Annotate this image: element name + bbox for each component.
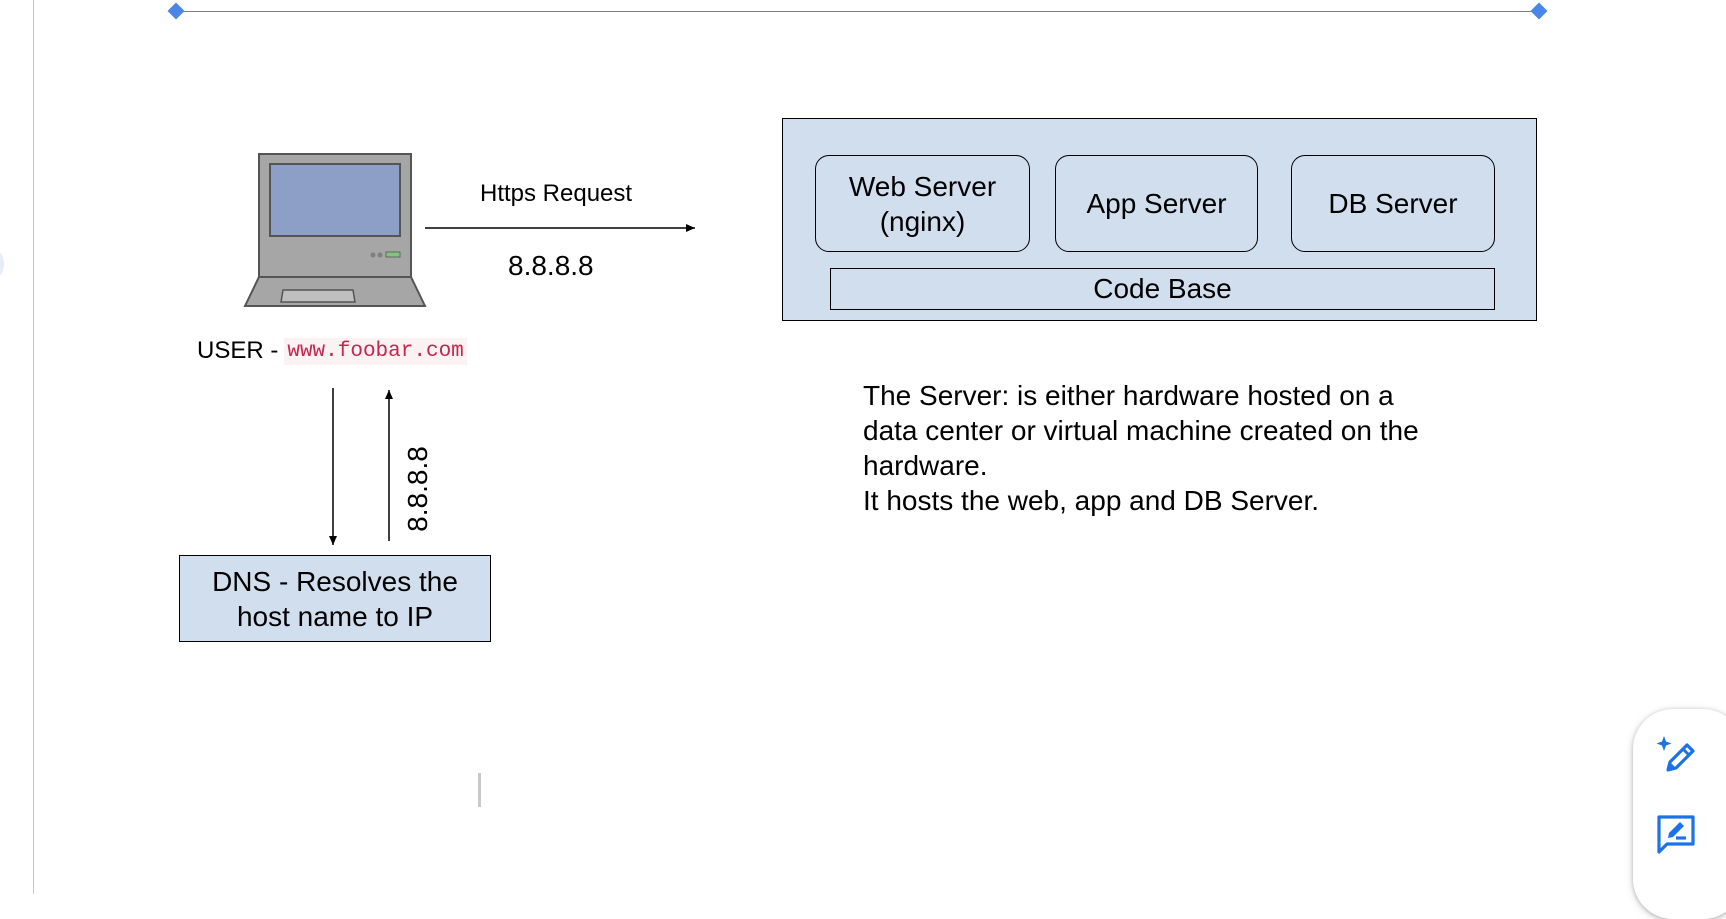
help-me-create-button[interactable] <box>1654 733 1698 777</box>
db-server-label: DB Server <box>1328 188 1458 219</box>
ip-address-label: 8.8.8.8 <box>508 250 594 281</box>
ip-vertical-label: 8.8.8.8 <box>401 442 435 536</box>
description-line4: It hosts the web, app and DB Server. <box>863 485 1320 516</box>
web-server-line1: Web Server <box>848 170 997 202</box>
ip-vertical-text: 8.8.8.8 <box>402 446 434 532</box>
app-server-box: App Server <box>1055 155 1258 252</box>
db-server-box: DB Server <box>1291 155 1495 252</box>
server-description: The Server: is either hardware hosted on… <box>863 378 1503 518</box>
user-label: USER - www.foobar.com <box>197 337 467 365</box>
description-line1: The Server: is either hardware hosted on… <box>863 380 1394 411</box>
web-server-box: Web Server (nginx) <box>815 155 1030 252</box>
dns-box: DNS - Resolves the host name to IP <box>179 555 491 642</box>
https-request-label: Https Request <box>480 180 633 207</box>
description-line3: hardware. <box>863 450 988 481</box>
dns-line2: host name to IP <box>236 600 434 632</box>
dns-line1: DNS - Resolves the <box>212 565 458 597</box>
code-base-label: Code Base <box>1093 273 1232 304</box>
ruler-line <box>167 2 1548 20</box>
suggest-edits-button[interactable] <box>1654 813 1698 857</box>
page-left-edge <box>33 0 34 894</box>
floating-action-panel <box>1633 709 1726 919</box>
ruler-left-indent-marker[interactable] <box>167 2 185 20</box>
laptop-icon <box>243 153 427 307</box>
user-url-code: www.foobar.com <box>284 337 467 365</box>
ruler-right-indent-marker[interactable] <box>1530 2 1548 20</box>
feedback-pen-icon <box>1657 815 1695 854</box>
text-cursor <box>478 773 481 807</box>
user-label-text: USER - <box>197 337 279 364</box>
side-scroll-indicator[interactable] <box>0 250 4 278</box>
sparkle-pen-icon <box>1656 736 1695 772</box>
app-server-label: App Server <box>1086 188 1227 219</box>
description-line2: data center or virtual machine created o… <box>863 415 1419 446</box>
code-base-box: Code Base <box>830 268 1495 310</box>
web-server-line2: (nginx) <box>879 205 966 237</box>
